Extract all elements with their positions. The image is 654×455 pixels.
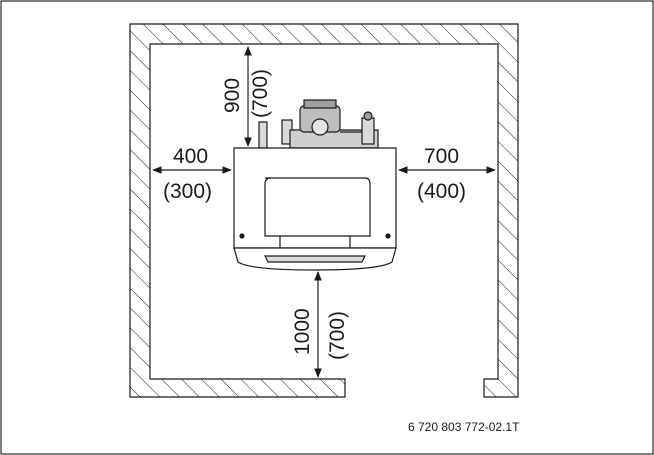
left-clearance-value: 400 xyxy=(173,145,209,168)
top-clearance-value: 900 xyxy=(221,77,244,113)
bottom-clearance-value: 1000 xyxy=(291,308,314,355)
right-clearance-alt: (400) xyxy=(417,180,467,203)
right-clearance-value: 700 xyxy=(424,145,460,168)
appliance xyxy=(233,99,397,271)
top-clearance-alt: (700) xyxy=(249,68,272,118)
room-walls xyxy=(129,23,519,398)
left-clearance-alt: (300) xyxy=(163,180,213,203)
bottom-clearance-alt: (700) xyxy=(326,310,349,360)
dimension-lines xyxy=(152,46,496,378)
figure-id: 6 720 803 772-02.1T xyxy=(408,420,520,434)
